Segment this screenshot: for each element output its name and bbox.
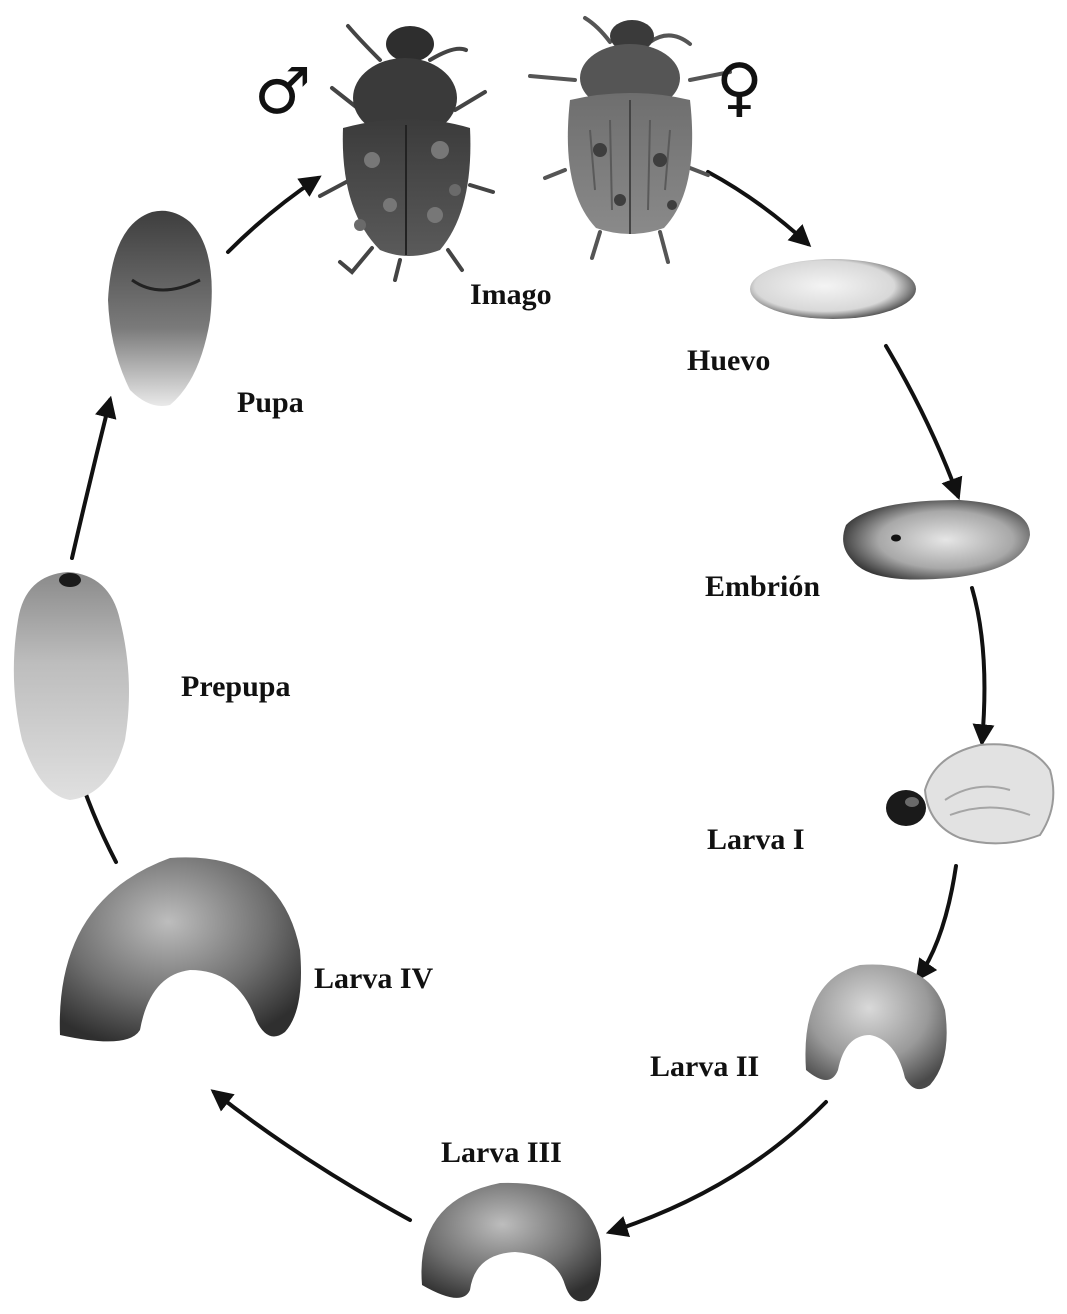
label-embrion: Embrión: [705, 572, 820, 602]
label-imago: Imago: [470, 280, 552, 310]
label-huevo: Huevo: [687, 346, 770, 376]
larva-iii-illustration: [421, 1183, 601, 1301]
arrow-larva1-to-larva2: [918, 866, 956, 978]
arrow-huevo-to-embrion: [886, 346, 958, 496]
arrow-imago-to-huevo: [708, 172, 808, 244]
arrow-embrion-to-larva1: [972, 588, 984, 742]
male-beetle-illustration: [320, 26, 493, 280]
label-prepupa: Prepupa: [181, 672, 290, 702]
arrow-larva2-to-larva3: [610, 1102, 826, 1232]
male-symbol: ♂: [254, 60, 311, 124]
arrow-prepupa-to-pupa: [72, 400, 110, 558]
larva-iv-illustration: [60, 857, 301, 1041]
label-larva-iii: Larva III: [441, 1138, 562, 1168]
female-symbol: ♀: [716, 56, 763, 120]
arrow-larva3-to-larva4: [214, 1092, 410, 1220]
embryo-illustration: [843, 500, 1030, 580]
female-beetle-illustration: [530, 18, 730, 262]
pupa-illustration: [108, 211, 212, 406]
larva-i-illustration: [886, 744, 1053, 843]
label-larva-iv: Larva IV: [314, 964, 433, 994]
egg-illustration: [750, 259, 916, 319]
prepupa-illustration: [14, 572, 129, 800]
label-pupa: Pupa: [237, 388, 304, 418]
label-larva-ii: Larva II: [650, 1052, 759, 1082]
larva-ii-illustration: [805, 965, 946, 1090]
label-larva-i: Larva I: [707, 825, 805, 855]
arrow-pupa-to-imago: [228, 178, 318, 252]
